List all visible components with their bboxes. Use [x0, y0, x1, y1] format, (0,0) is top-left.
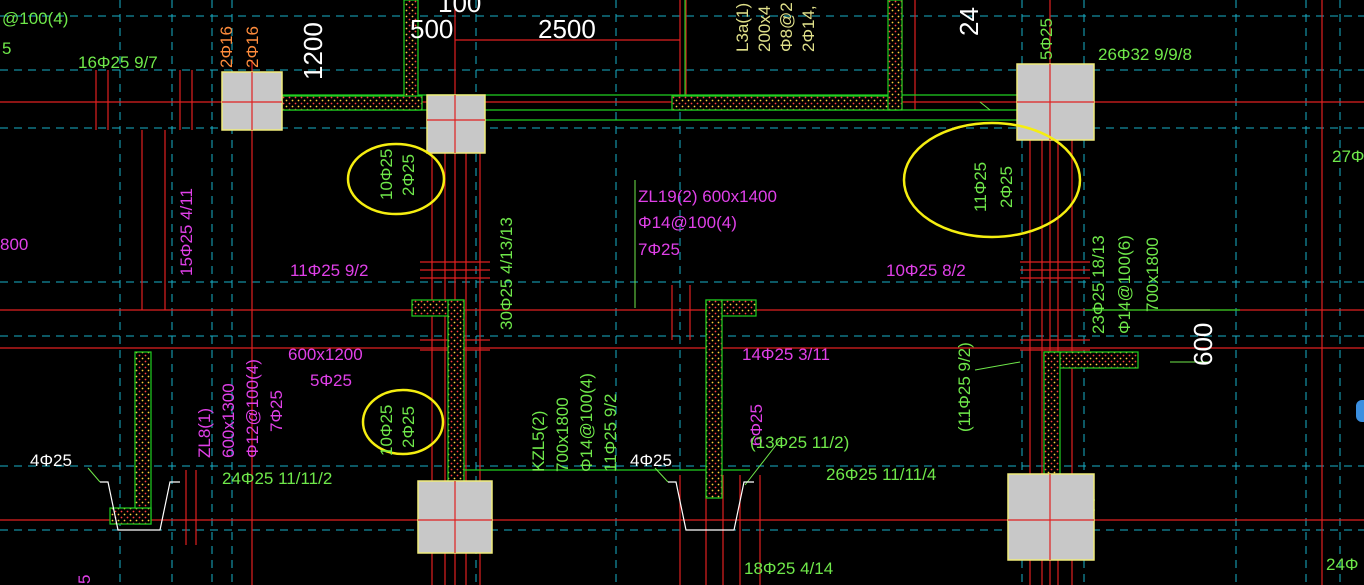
highlight-ellipse-1: [346, 142, 446, 216]
label-l3a-2: 200x4: [755, 6, 774, 52]
label-l3a-4: 2Φ14,: [799, 5, 818, 52]
label-l3a-3: Φ8@2: [777, 2, 796, 52]
label-bot-26-25: 26Φ25 11/11/4: [826, 465, 936, 484]
label-kzl5-1: KZL5(2): [529, 411, 548, 472]
label-partial-top-left: @100(4): [2, 9, 68, 28]
label-bot-24-25: 24Φ25 11/11/2: [222, 469, 332, 488]
label-kzl5-2: 700x1800: [553, 397, 572, 472]
label-paren-11-25: (11Φ25 9/2): [955, 342, 974, 432]
label-left-5-25: 5Φ25: [310, 371, 352, 390]
highlight-ellipse-2: [902, 121, 1082, 239]
label-kzl5-4: 11Φ25 9/2: [601, 394, 620, 472]
label-zl8-4: 7Φ25: [267, 390, 286, 432]
highlight-ellipse-3: [361, 388, 445, 456]
rebar-profile: [100, 481, 754, 531]
label-top-5-25: 5Φ25: [1037, 18, 1056, 60]
label-mid-30-25: 30Φ25 4/13/13: [497, 217, 516, 330]
label-circ3-b: 2Φ25: [399, 406, 418, 448]
label-paren-13-25: (13Φ25 11/2): [750, 433, 849, 452]
scroll-handle[interactable]: [1356, 400, 1364, 422]
label-dim-1200: 1200: [298, 22, 328, 80]
label-circ3-a: 10Φ25: [377, 405, 396, 456]
label-mid-14-25: 14Φ25 3/11: [742, 345, 830, 364]
label-zl8-3: Φ12@100(4): [243, 359, 262, 458]
label-right-14-100-6: Φ14@100(6): [1115, 235, 1134, 334]
label-left-600-1200: 600x1200: [288, 345, 363, 364]
label-bot-right-24: 24Φ: [1326, 555, 1358, 574]
label-bot-18-25: 18Φ25 4/14: [744, 559, 833, 578]
label-mid-10-25: 10Φ25 8/2: [886, 261, 966, 280]
label-right-27: 27Φ: [1332, 147, 1364, 166]
label-mid-11-25: 11Φ25 9/2: [290, 261, 368, 280]
label-circ2-a: 11Φ25: [971, 162, 990, 212]
column-e: [1007, 473, 1095, 561]
label-zl8-2: 600x1300: [219, 383, 238, 458]
label-circ2-b: 2Φ25: [997, 166, 1016, 208]
columns: [221, 63, 1095, 561]
label-zl19-2: Φ14@100(4): [638, 213, 737, 232]
label-dim-100: 100: [438, 0, 481, 18]
label-zl8-1: ZL8(1): [195, 408, 214, 458]
label-top-26-32: 26Φ32 9/9/8: [1098, 45, 1192, 64]
label-partial-top-left-2: 5: [2, 39, 11, 58]
label-dim-24: 24: [954, 7, 984, 36]
leader-lines: [87, 101, 1210, 486]
label-col-2-16-a: 2Φ16: [217, 26, 236, 68]
label-beam-16-25: 16Φ25 9/7: [78, 53, 158, 72]
highlight-ellipses: [346, 121, 1082, 456]
label-dim-600: 600: [1188, 323, 1218, 366]
column-axes: [222, 64, 1094, 560]
label-col-2-16-b: 2Φ16: [243, 26, 262, 68]
label-mid-4-25: 4Φ25: [630, 451, 672, 470]
label-l3a-1: L3a(1): [733, 3, 752, 52]
label-zl19-3: 7Φ25: [638, 240, 680, 259]
label-circ1-a: 10Φ25: [377, 149, 396, 200]
label-bot-left-5: 5: [75, 575, 94, 584]
label-circ1-b: 2Φ25: [399, 154, 418, 196]
label-dim-2500: 2500: [538, 14, 596, 44]
label-vert-6-25: 6Φ25: [747, 404, 766, 446]
column-b: [426, 94, 486, 154]
label-dim-500: 500: [410, 14, 453, 44]
label-kzl5-3: Φ14@100(4): [577, 373, 596, 472]
label-right-23-25: 23Φ25 18/13: [1089, 235, 1108, 334]
label-vert-15-25: 15Φ25 4/11: [177, 188, 196, 276]
label-zl19-1: ZL19(2) 600x1400: [638, 187, 777, 206]
label-left-800: 800: [0, 235, 28, 254]
label-left-4-25: 4Φ25: [30, 451, 72, 470]
label-right-700-1800: 700x1800: [1143, 237, 1162, 312]
